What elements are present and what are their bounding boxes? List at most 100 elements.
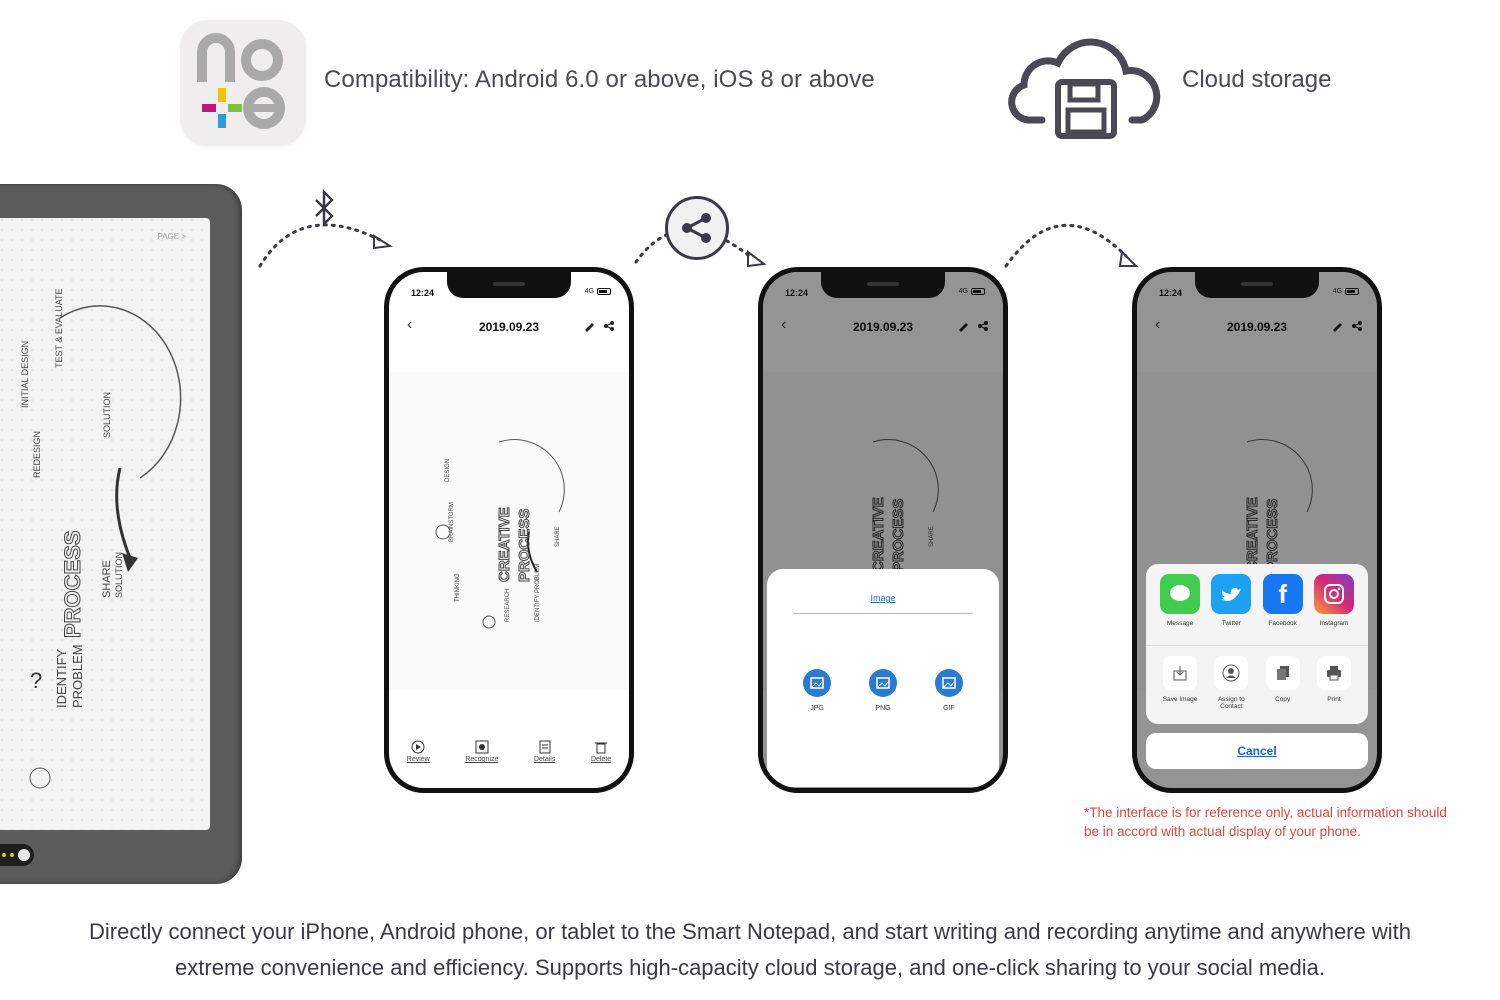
nav-actions [1331, 320, 1363, 332]
note-date-title: 2019.09.23 [1226, 320, 1288, 334]
format-png-button[interactable]: PNG [855, 669, 911, 712]
bluetooth-icon [315, 188, 334, 228]
format-gif-button[interactable]: GIF [921, 669, 977, 712]
svg-text:SHARE: SHARE [929, 526, 935, 547]
svg-text:CREATIVE: CREATIVE [1244, 497, 1261, 572]
twitter-icon [1211, 574, 1252, 614]
cancel-button[interactable]: Cancel [1146, 733, 1368, 769]
svg-text:IDENTIFY: IDENTIFY [54, 648, 69, 708]
svg-text:?: ? [30, 668, 42, 693]
edit-pen-icon[interactable] [583, 320, 595, 332]
note-date-title: 2019.09.23 [478, 320, 540, 334]
cloud-storage-label: Cloud storage [1182, 66, 1332, 93]
save-image-label: Save Image [1162, 696, 1198, 703]
assign-contact-button[interactable]: Assign to Contact [1209, 656, 1253, 710]
share-actions-row: Save Image Assign to Contact Copy [1146, 646, 1368, 710]
share-icon[interactable] [603, 320, 615, 332]
signal-label: 4G [958, 288, 968, 295]
note-app-logo-icon [197, 33, 285, 129]
status-indicators: 4G [585, 288, 611, 295]
status-time: 12:24 [785, 288, 809, 298]
phone-note-view: 12:24 4G ‹ 2019.09.23 CREATIVE PROCESS D… [384, 267, 634, 793]
share-instagram-button[interactable]: Instagram [1312, 574, 1356, 645]
edit-pen-icon[interactable] [1331, 320, 1343, 332]
delete-label: Delete [590, 756, 612, 763]
share-icon [682, 213, 711, 243]
tab-underline [793, 613, 973, 614]
save-download-icon [1163, 656, 1197, 690]
svg-text:SOLUTION: SOLUTION [102, 392, 112, 438]
assign-contact-label: Assign to Contact [1217, 696, 1245, 710]
svg-text:TEST & EVALUATE: TEST & EVALUATE [54, 288, 64, 368]
format-jpg-button[interactable]: JPG [789, 669, 845, 712]
status-indicators: 4G [959, 288, 985, 295]
svg-text:THINKING: THINKING [455, 573, 461, 602]
print-label: Print [1327, 696, 1341, 703]
share-icon[interactable] [1351, 320, 1363, 332]
edit-pen-icon[interactable] [957, 320, 969, 332]
share-twitter-button[interactable]: Twitter [1209, 574, 1253, 645]
svg-text:PROCESS: PROCESS [60, 530, 85, 638]
notepad-page: PAGE > INITIAL DESIGN TEST & EVALUATE SO… [0, 218, 210, 830]
play-icon [411, 740, 425, 754]
print-button[interactable]: Print [1312, 656, 1356, 710]
back-chevron-icon[interactable]: ‹ [407, 316, 413, 333]
format-options: JPG PNG GIF [789, 669, 977, 712]
svg-text:IDENTIFY PROBLEM: IDENTIFY PROBLEM [535, 564, 541, 622]
nav-bar: ‹ 2019.09.23 [1137, 312, 1377, 342]
phone-share-sheet: 12:24 4G ‹ 2019.09.23 CREATIVE PROCESS [1132, 267, 1382, 793]
phone-export-format: 12:24 4G ‹ 2019.09.23 CREATIVE PROCESS S… [758, 267, 1008, 793]
page-label: PAGE > [157, 232, 186, 241]
share-twitter-label: Twitter [1221, 620, 1241, 627]
printer-icon [1316, 656, 1351, 690]
details-label: Details [533, 756, 556, 763]
share-message-button[interactable]: Message [1158, 574, 1202, 645]
battery-icon [597, 288, 611, 295]
copy-button[interactable]: Copy [1261, 656, 1305, 710]
scan-eye-icon [475, 740, 489, 754]
note-date-title: 2019.09.23 [852, 320, 914, 334]
feature-caption: Directly connect your iPhone, Android ph… [89, 919, 1411, 980]
cloud-storage-icon [1008, 38, 1161, 139]
phone-notch [821, 272, 945, 298]
svg-text:DESIGN: DESIGN [445, 459, 451, 482]
contact-icon [1214, 656, 1249, 690]
share-instagram-label: Instagram [1319, 620, 1349, 627]
document-icon [539, 740, 551, 754]
battery-icon [1345, 288, 1359, 295]
image-icon [869, 669, 897, 697]
svg-text:SHARE: SHARE [555, 526, 561, 547]
signal-label: 4G [584, 288, 594, 295]
svg-text:SOLUTION: SOLUTION [114, 552, 124, 598]
share-facebook-button[interactable]: f Facebook [1261, 574, 1305, 645]
note-sketch-image: CREATIVE PROCESS DESIGN BRAINSTORM SHARE… [389, 372, 629, 690]
delete-button[interactable]: Delete [591, 740, 611, 788]
details-button[interactable]: Details [534, 740, 555, 788]
note-preview[interactable]: CREATIVE PROCESS DESIGN BRAINSTORM SHARE… [389, 372, 629, 690]
status-indicators: 4G [1333, 288, 1359, 295]
svg-text:PROCESS: PROCESS [516, 509, 533, 582]
image-icon [803, 669, 831, 697]
svg-text:PROBLEM: PROBLEM [70, 644, 85, 708]
status-time: 12:24 [411, 288, 435, 298]
back-chevron-icon[interactable]: ‹ [781, 316, 787, 333]
format-jpg-label: JPG [810, 705, 824, 712]
save-image-button[interactable]: Save Image [1158, 656, 1202, 710]
review-button[interactable]: Review [407, 740, 430, 788]
phone-notch [1195, 272, 1319, 298]
copy-icon [1265, 656, 1300, 690]
handwritten-sketch: INITIAL DESIGN TEST & EVALUATE SOLUTION … [0, 218, 210, 830]
trash-icon [595, 742, 608, 754]
facebook-icon: f [1262, 574, 1303, 614]
svg-text:BRAINSTORM: BRAINSTORM [449, 502, 455, 542]
status-time: 12:24 [1159, 288, 1183, 298]
nav-bar: ‹ 2019.09.23 [389, 312, 629, 342]
svg-text:REDESIGN: REDESIGN [32, 431, 42, 478]
recognize-button[interactable]: Recognize [465, 740, 498, 788]
review-label: Review [406, 756, 430, 763]
export-sheet: Image JPG PNG [767, 569, 999, 787]
svg-text:CREATIVE: CREATIVE [496, 507, 513, 582]
share-icon[interactable] [977, 320, 989, 332]
back-chevron-icon[interactable]: ‹ [1155, 316, 1161, 333]
export-image-tab[interactable]: Image [870, 593, 896, 603]
